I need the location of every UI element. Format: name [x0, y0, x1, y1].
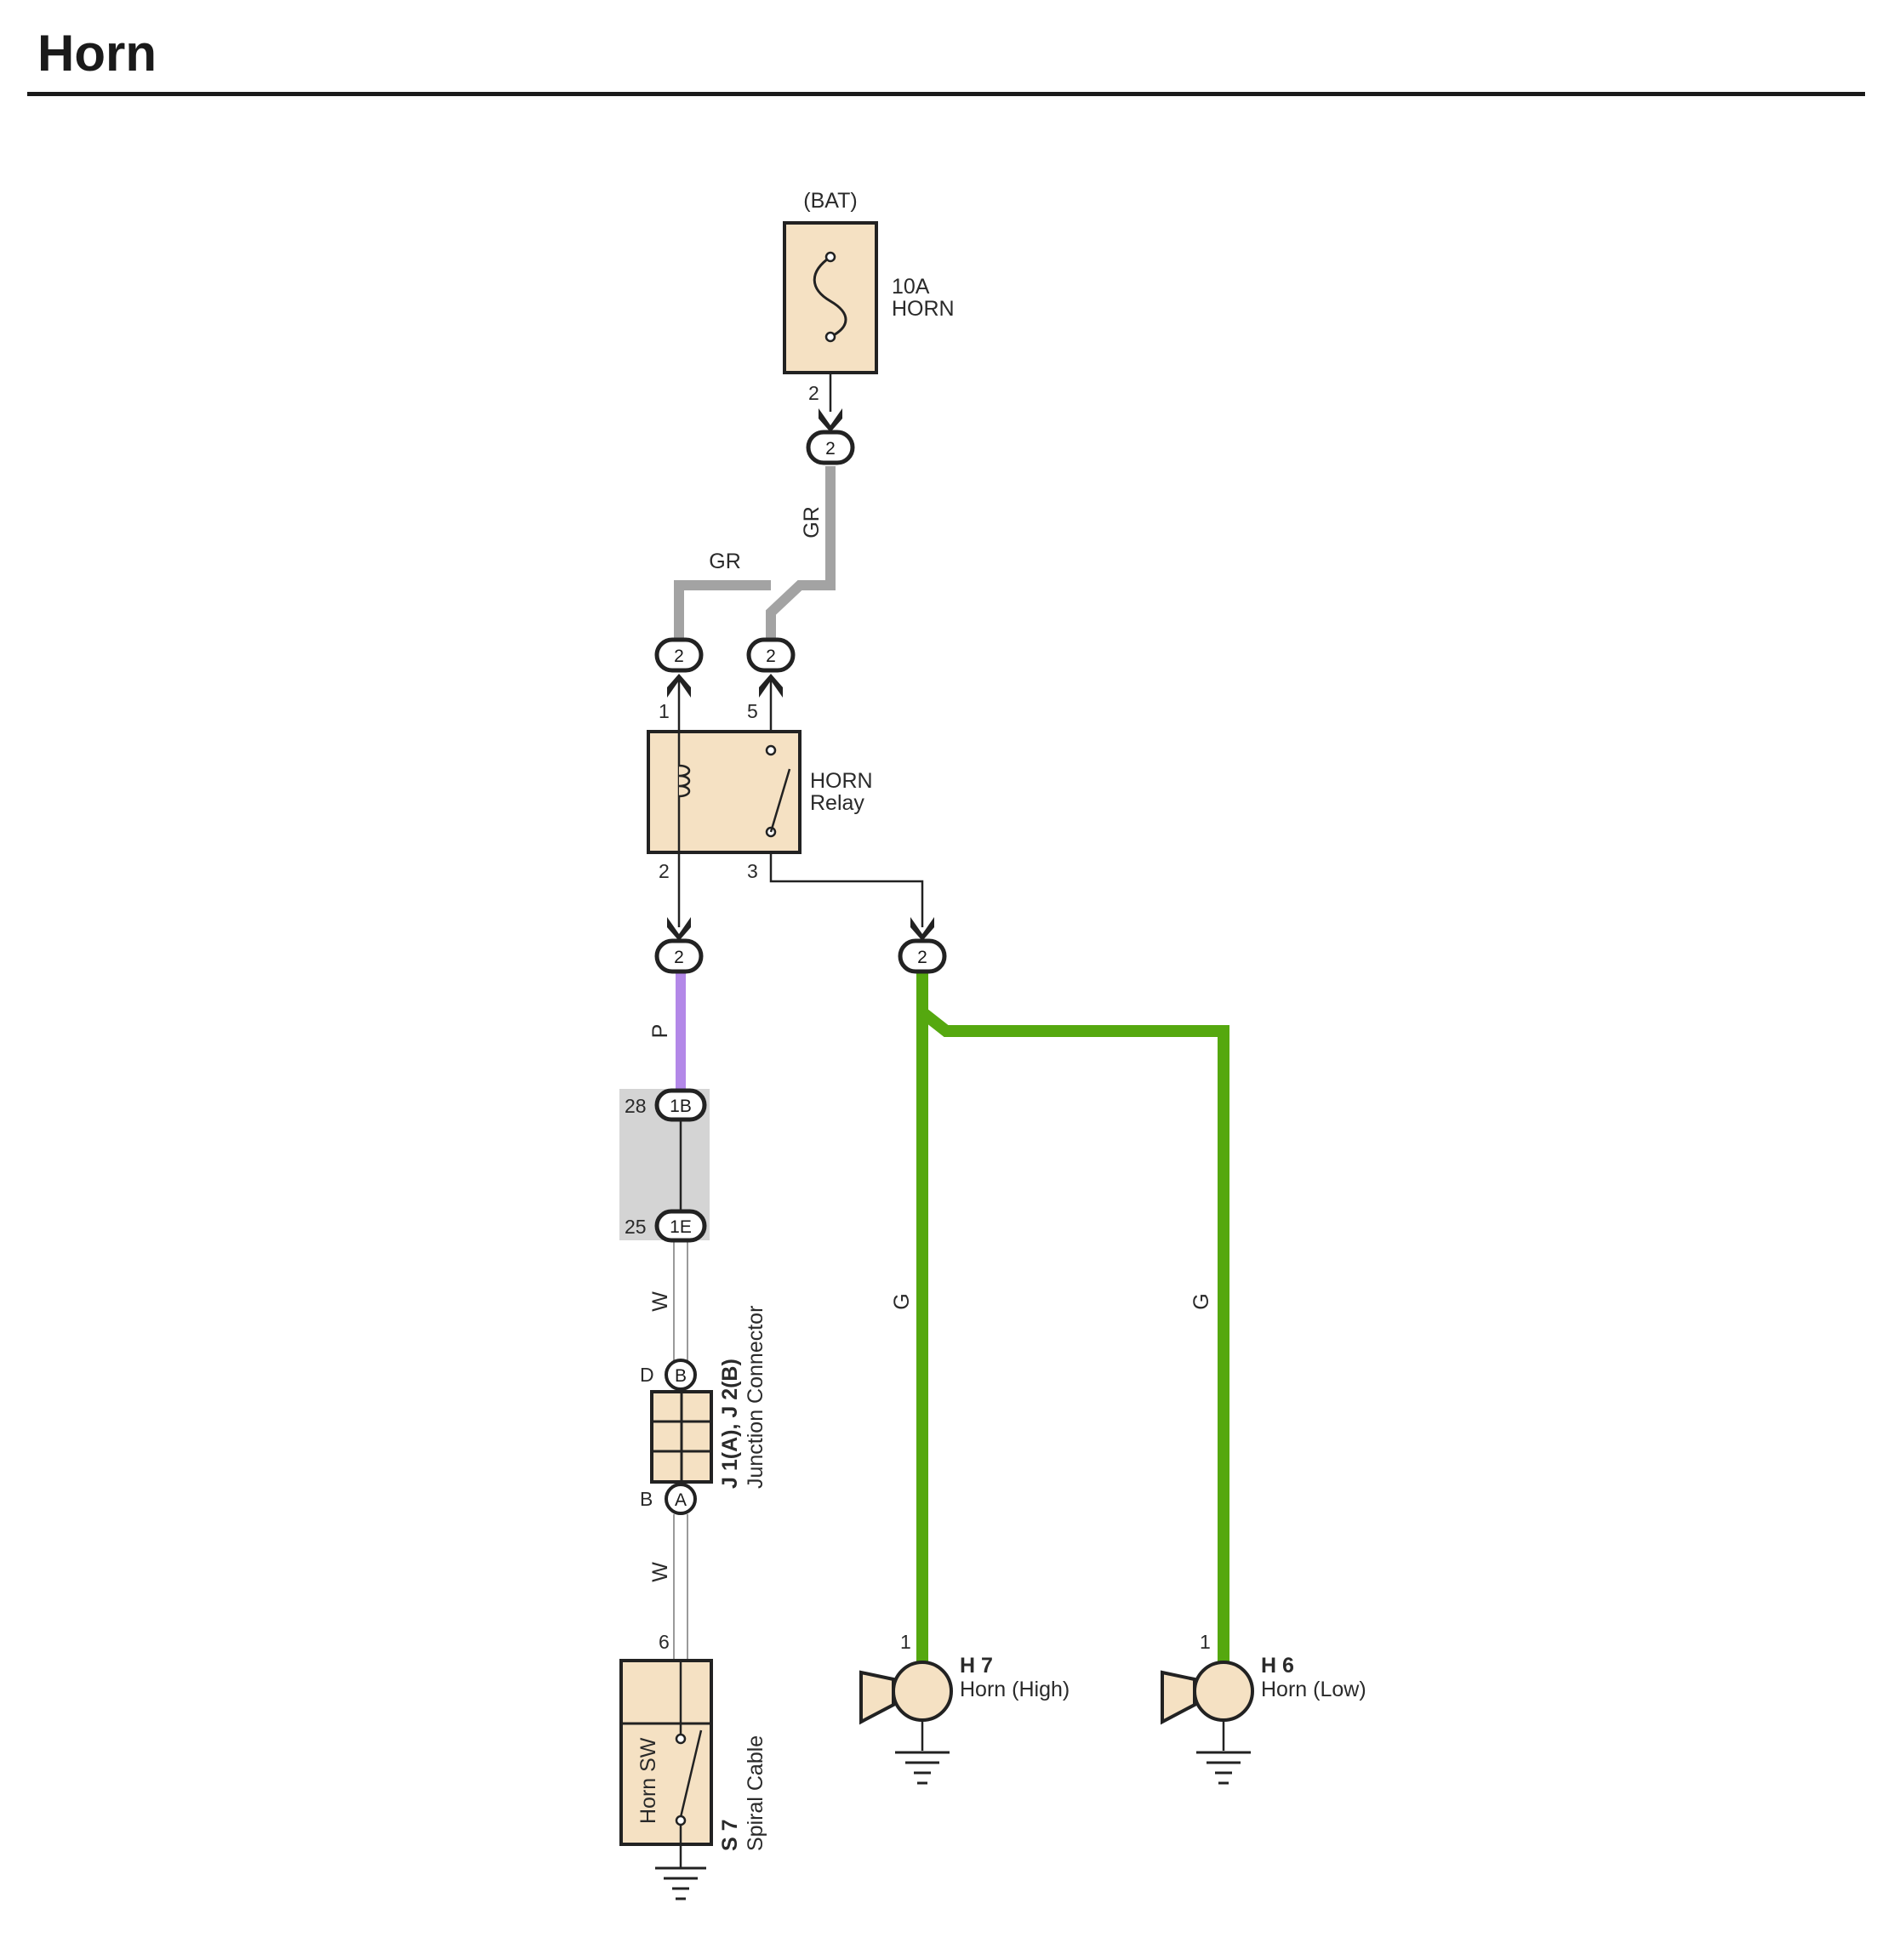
wire-code-gr-vertical: GR — [800, 506, 824, 538]
fuse-10a-horn: (BAT) 10A HORN 2 — [783, 189, 955, 404]
wire-w-jb-to-jc — [673, 1242, 688, 1361]
fuse-pin: 2 — [808, 382, 819, 404]
wire-code-w-lower: W — [648, 1562, 672, 1582]
horn-high-name: Horn (High) — [960, 1678, 1070, 1701]
fuse-element-icon — [813, 255, 847, 339]
fuse-name: HORN — [892, 297, 955, 321]
junction-block: 1B 1E 28 25 — [619, 1088, 710, 1243]
wire-code-g-low: G — [1189, 1293, 1213, 1309]
horn-low-name: Horn (Low) — [1261, 1678, 1366, 1701]
horn-high-icon — [859, 1670, 895, 1725]
relay-coil-icon — [678, 764, 691, 798]
svg-text:2: 2 — [917, 948, 927, 967]
jc-name: Junction Connector — [744, 1306, 767, 1489]
fuse-rating: 10A — [892, 275, 930, 299]
ground-icon — [895, 1751, 950, 1785]
ground-icon — [655, 1866, 706, 1900]
relay-pin-2: 2 — [659, 860, 670, 882]
relay-box — [647, 730, 802, 854]
svg-text:2: 2 — [766, 647, 776, 666]
horn-switch-label: Horn SW — [636, 1737, 660, 1824]
horn-low-icon — [1161, 1670, 1196, 1725]
relay-name-line1: HORN — [810, 769, 873, 793]
wire-code-p: P — [648, 1024, 672, 1039]
svg-text:A: A — [675, 1490, 687, 1510]
arrow-up-icon — [667, 674, 691, 698]
horn-low: 1 H 6 Horn (Low) — [1161, 1631, 1366, 1785]
wire-g-horns — [916, 972, 1229, 1663]
svg-text:2: 2 — [674, 647, 684, 666]
jc-pin-top: D — [640, 1364, 654, 1386]
connector-jb-1e — [654, 1209, 707, 1243]
svg-text:2: 2 — [674, 948, 684, 967]
arrow-up-icon — [759, 674, 783, 698]
arrow-down-icon — [819, 408, 842, 432]
wire-code-gr-horizontal: GR — [709, 550, 741, 573]
connector-fuse-out: 2 — [806, 430, 855, 465]
connector-relay-out-right: 2 — [898, 938, 947, 974]
arrow-down-icon — [667, 917, 691, 941]
connector-relay-in-right: 2 — [746, 637, 796, 673]
switch-pin: 6 — [659, 1631, 670, 1653]
wire-gr-fuse-to-relay — [674, 466, 836, 640]
relay-pin-5: 5 — [747, 700, 758, 722]
wire-w-jc-to-switch — [673, 1514, 688, 1661]
relay-switch-icon — [769, 768, 791, 833]
wire-code-g-high: G — [890, 1293, 914, 1309]
relay-pin-3: 3 — [747, 860, 758, 882]
connector-jc-a — [665, 1483, 697, 1515]
horn-low-pin: 1 — [1200, 1631, 1211, 1653]
jc-id: J 1(A), J 2(B) — [718, 1359, 742, 1489]
jb-pin-bottom: 25 — [625, 1216, 647, 1238]
horn-switch-spiral-cable: 6 Horn SW S 7 Spiral Cable — [619, 1631, 767, 1900]
fuse-source-label: (BAT) — [803, 189, 857, 213]
horn-high: 1 H 7 Horn (High) — [859, 1631, 1070, 1785]
connector-jc-b — [665, 1359, 697, 1391]
svg-text:1E: 1E — [670, 1217, 692, 1237]
wire-relay-switch-out — [769, 838, 924, 927]
relay-pin-1: 1 — [659, 700, 670, 722]
jb-pin-top: 28 — [625, 1095, 647, 1117]
fuse-box — [783, 221, 878, 374]
svg-text:B: B — [675, 1366, 687, 1386]
horn-high-pin: 1 — [900, 1631, 911, 1653]
svg-text:2: 2 — [825, 439, 836, 459]
ground-icon — [1196, 1751, 1251, 1785]
horn-relay: HORN Relay 1 5 2 3 — [647, 700, 873, 882]
arrow-down-icon — [910, 917, 934, 941]
junction-connector: B A D B J 1(A), J 2(B) Junction Connecto… — [640, 1306, 767, 1515]
horn-switch-icon — [679, 1729, 703, 1818]
spiral-cable-box — [619, 1659, 713, 1846]
switch-name: Spiral Cable — [744, 1735, 767, 1851]
relay-name-line2: Relay — [810, 791, 864, 815]
jc-pin-bottom: B — [640, 1488, 653, 1510]
title-rule — [27, 92, 1865, 96]
connector-relay-out-left: 2 — [654, 938, 704, 974]
page-title: Horn — [37, 25, 157, 82]
horn-low-id: H 6 — [1261, 1654, 1294, 1678]
horn-high-id: H 7 — [960, 1654, 993, 1678]
switch-id: S 7 — [718, 1819, 742, 1851]
svg-text:1B: 1B — [670, 1097, 692, 1116]
connector-jb-1b — [654, 1088, 707, 1122]
wire-code-w-upper: W — [648, 1291, 672, 1312]
connector-relay-in-left: 2 — [654, 637, 704, 673]
